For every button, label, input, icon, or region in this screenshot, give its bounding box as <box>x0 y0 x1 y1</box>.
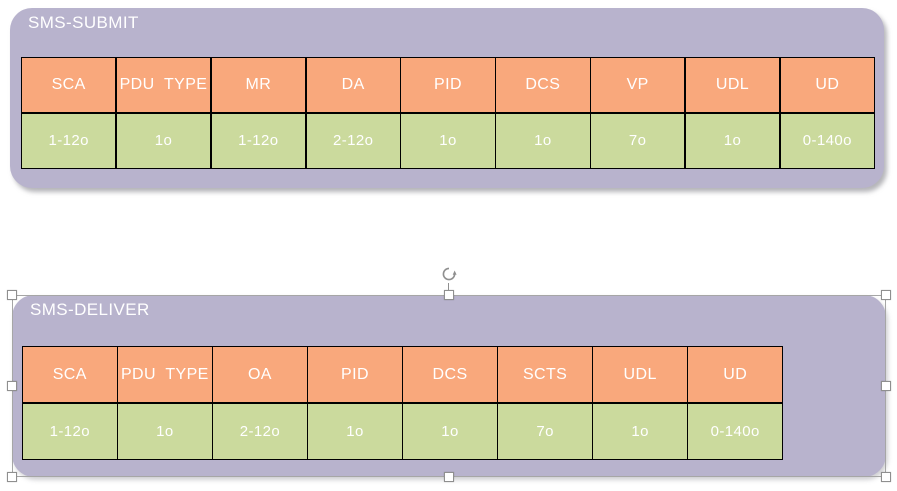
rotate-handle-stem <box>448 283 449 291</box>
sms-submit-table: SCA PDU TYPE MR DA PID DCS VP UDL UD 1-1… <box>21 57 875 169</box>
value-cell-da[interactable]: 2-12o <box>306 113 400 168</box>
value-cell-ud[interactable]: 0-140o <box>688 403 782 459</box>
header-cell-ud[interactable]: UD <box>780 58 874 112</box>
header-cell-udl[interactable]: UDL <box>593 347 687 402</box>
rotate-icon[interactable] <box>440 265 458 283</box>
header-cell-ud[interactable]: UD <box>688 347 782 402</box>
value-cell-pdu-type[interactable]: 1o <box>116 113 211 168</box>
sms-deliver-table: SCA PDU TYPE OA PID DCS SCTS UDL UD 1-12… <box>22 346 783 460</box>
resize-handle-middle-left[interactable] <box>7 381 17 391</box>
value-cell-sca[interactable]: 1-12o <box>23 403 117 459</box>
panel-title-sms-submit[interactable]: SMS-SUBMIT <box>28 13 139 32</box>
resize-handle-bottom-middle[interactable] <box>444 472 454 482</box>
header-cell-pdu-type[interactable]: PDU TYPE <box>118 347 212 402</box>
header-cell-pid[interactable]: PID <box>401 58 495 112</box>
sms-deliver-shape[interactable]: SMS-DELIVER SCA PDU TYPE OA PID DCS SCTS… <box>12 295 886 477</box>
header-cell-scts[interactable]: SCTS <box>498 347 592 402</box>
header-cell-pdu-type[interactable]: PDU TYPE <box>116 58 211 112</box>
resize-handle-top-middle[interactable] <box>444 290 454 300</box>
value-cell-ud[interactable]: 0-140o <box>780 113 874 168</box>
header-cell-mr[interactable]: MR <box>211 58 305 112</box>
panel-title-sms-deliver[interactable]: SMS-DELIVER <box>30 300 150 319</box>
resize-handle-middle-right[interactable] <box>881 381 891 391</box>
value-cell-pid[interactable]: 1o <box>401 113 495 168</box>
resize-handle-top-left[interactable] <box>7 290 17 300</box>
value-cell-dcs[interactable]: 1o <box>496 113 590 168</box>
header-cell-oa[interactable]: OA <box>213 347 307 402</box>
resize-handle-top-right[interactable] <box>881 290 891 300</box>
value-cell-pid[interactable]: 1o <box>308 403 402 459</box>
sms-submit-shape[interactable]: SMS-SUBMIT SCA PDU TYPE MR DA PID DCS VP… <box>10 8 884 188</box>
value-cell-udl[interactable]: 1o <box>685 113 780 168</box>
header-cell-sca[interactable]: SCA <box>23 347 117 402</box>
header-cell-dcs[interactable]: DCS <box>496 58 590 112</box>
header-cell-da[interactable]: DA <box>306 58 400 112</box>
header-cell-vp[interactable]: VP <box>591 58 685 112</box>
resize-handle-bottom-right[interactable] <box>881 472 891 482</box>
header-cell-pid[interactable]: PID <box>308 347 402 402</box>
header-cell-dcs[interactable]: DCS <box>403 347 497 402</box>
resize-handle-bottom-left[interactable] <box>7 472 17 482</box>
value-cell-mr[interactable]: 1-12o <box>211 113 305 168</box>
header-cell-udl[interactable]: UDL <box>685 58 780 112</box>
header-cell-sca[interactable]: SCA <box>22 58 116 112</box>
value-cell-pdu-type[interactable]: 1o <box>118 403 212 459</box>
value-cell-sca[interactable]: 1-12o <box>22 113 116 168</box>
value-cell-oa[interactable]: 2-12o <box>213 403 307 459</box>
value-cell-vp[interactable]: 7o <box>591 113 685 168</box>
value-cell-scts[interactable]: 7o <box>498 403 592 459</box>
value-cell-dcs[interactable]: 1o <box>403 403 497 459</box>
value-cell-udl[interactable]: 1o <box>593 403 687 459</box>
